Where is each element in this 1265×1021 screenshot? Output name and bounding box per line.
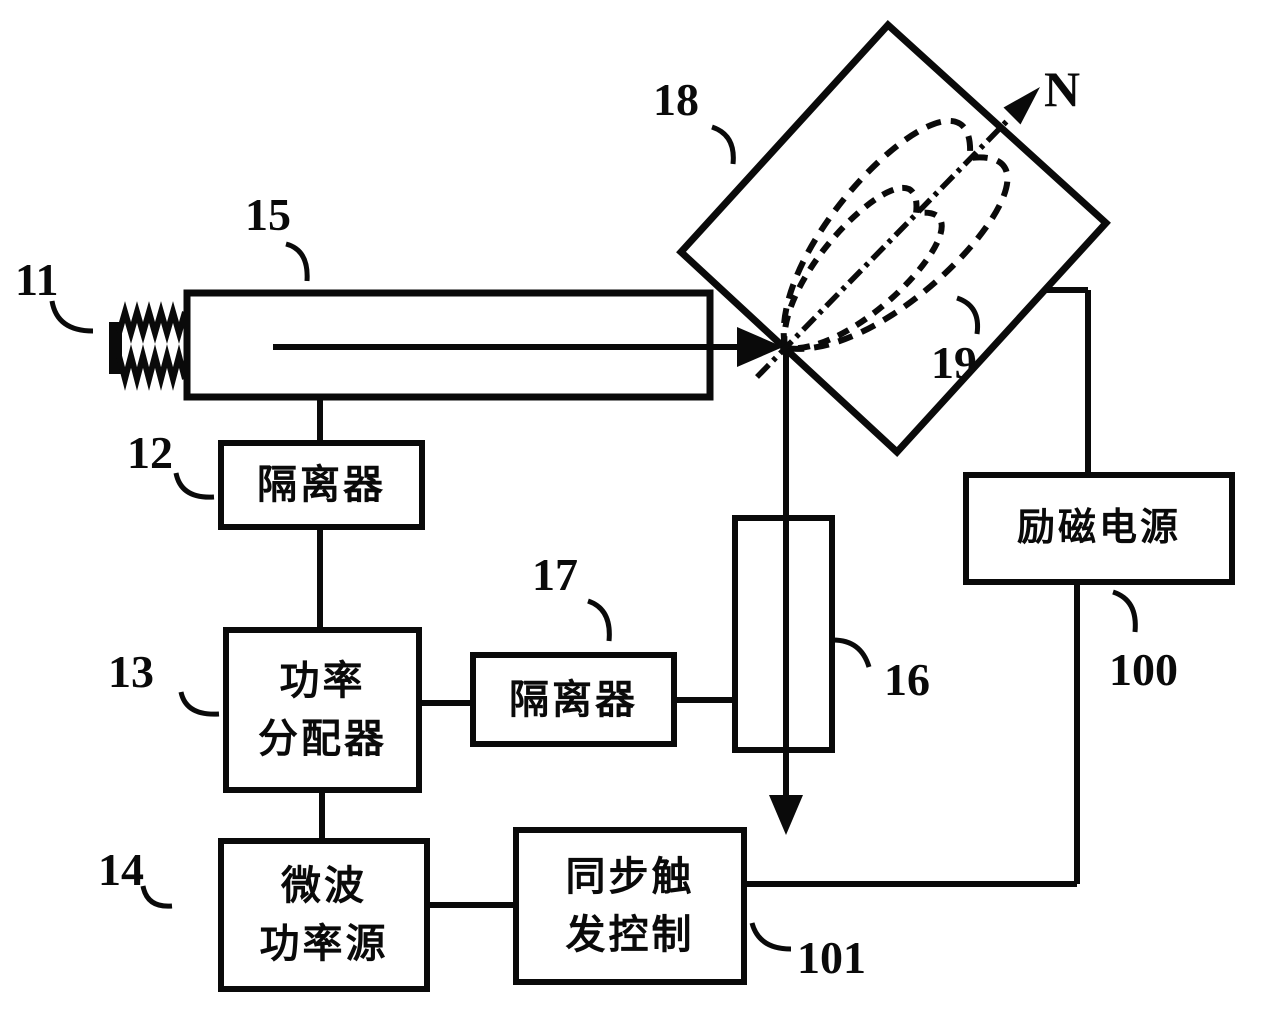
north-label: N	[1044, 61, 1081, 117]
connector-11-thread-bottom	[116, 344, 188, 391]
excitation-supply-box-100: 励磁电源	[963, 472, 1235, 585]
leader-11	[49, 300, 94, 334]
outer-lobe	[780, 117, 1011, 352]
leader-13	[178, 691, 220, 717]
leader-19	[956, 295, 981, 335]
sync-trigger-line2: 发控制	[565, 913, 695, 957]
ref-label-15: 15	[245, 189, 291, 240]
isolator-box-17: 隔离器	[470, 652, 677, 747]
leader-15	[285, 241, 310, 282]
downward-arrowhead	[769, 795, 803, 835]
ref-label-13: 13	[108, 646, 154, 697]
inner-lobe	[781, 185, 945, 352]
leader-18	[711, 124, 736, 165]
sync-trigger-box-101: 同步触 发控制	[513, 827, 747, 985]
ref-label-11: 11	[15, 254, 59, 305]
ref-label-17: 17	[532, 549, 578, 600]
power-divider-box-13: 功率 分配器	[223, 627, 422, 793]
radiation-lobes-19	[780, 117, 1011, 352]
isolator-box-12: 隔离器	[218, 440, 425, 530]
leader-17	[587, 598, 612, 642]
ref-label-14: 14	[98, 844, 144, 895]
isolator-box-17-label: 隔离器	[509, 677, 638, 722]
ref-label-16: 16	[884, 654, 930, 705]
ref-label-100: 100	[1109, 644, 1178, 695]
leader-100	[1112, 589, 1138, 633]
connector-11-thread-top	[116, 301, 188, 344]
microwave-source-box-14: 微波 功率源	[218, 838, 430, 992]
ref-label-18: 18	[653, 74, 699, 125]
power-divider-line2: 分配器	[258, 717, 387, 761]
north-arrowhead	[1003, 87, 1040, 125]
isolator-box-12-label: 隔离器	[257, 463, 386, 507]
microwave-source-line1: 微波	[281, 864, 367, 908]
power-divider-line1: 功率	[279, 659, 366, 703]
antenna-plate-18	[676, 20, 1111, 457]
leader-arcs	[49, 124, 1138, 952]
leader-12	[173, 472, 215, 500]
sync-trigger-line1: 同步触	[565, 855, 695, 899]
ref-label-12: 12	[127, 427, 173, 478]
ref-label-101: 101	[797, 932, 866, 983]
leader-101	[749, 922, 792, 952]
leader-16	[832, 637, 872, 668]
feed-arrowhead	[737, 327, 783, 367]
microwave-source-line2: 功率源	[259, 922, 389, 966]
ref-label-19: 19	[931, 337, 977, 388]
excitation-supply-label: 励磁电源	[1016, 506, 1181, 549]
leader-14	[140, 885, 173, 909]
boresight-axis-line	[755, 118, 1010, 379]
